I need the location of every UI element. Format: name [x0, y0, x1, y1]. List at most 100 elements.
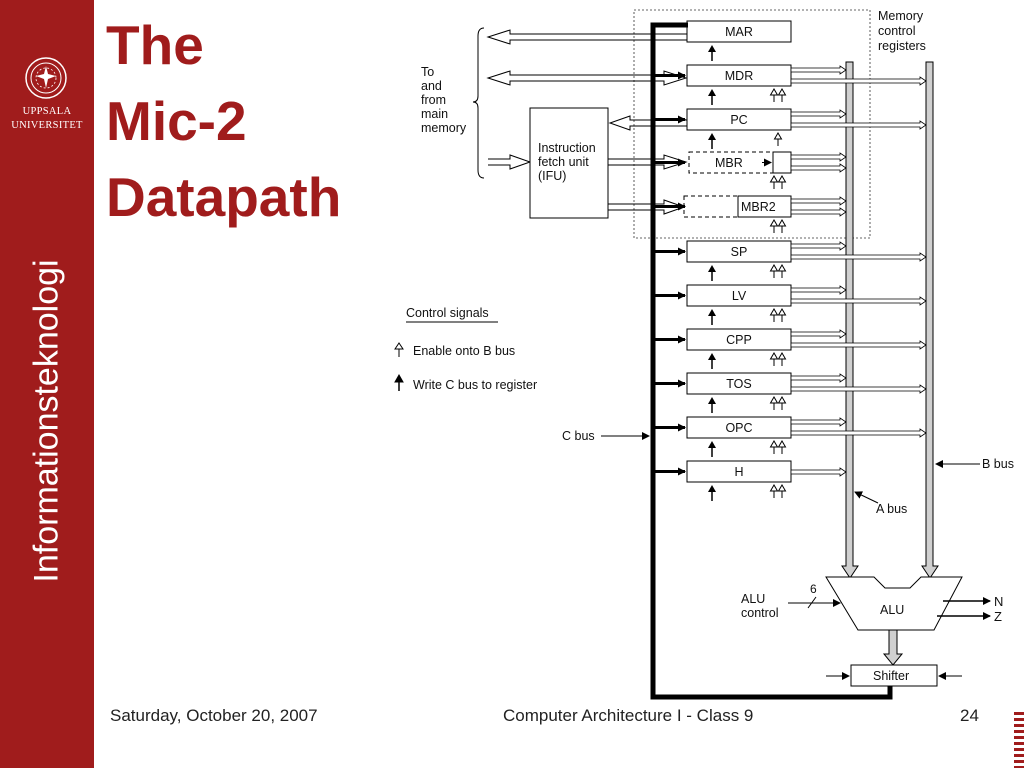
memory-control-label-line3: registers — [878, 39, 926, 53]
register-tos-label: TOS — [726, 377, 751, 391]
slide-title-line2: Mic-2 — [106, 90, 247, 152]
alu-control-width-slash — [807, 596, 817, 609]
register-pc-to-b-bus — [790, 120, 927, 130]
footer-page-number: 24 — [960, 706, 979, 725]
register-sp-write-signal-head — [708, 265, 716, 272]
c-bus-label: C bus — [562, 429, 595, 443]
register-opc-box — [686, 416, 792, 439]
register-opc-to-b-bus — [790, 428, 927, 438]
register-mdr-to-a-bus — [790, 65, 847, 75]
register-tos-to-a-bus — [790, 373, 847, 383]
memory-label-line4: main — [421, 107, 448, 121]
register-sp-box — [686, 240, 792, 263]
register-tos-to-b-bus — [790, 384, 927, 394]
memory-to-ifu-arrow — [488, 154, 532, 170]
register-cpp-box — [686, 328, 792, 351]
register-pc-enable-signal-head — [773, 132, 783, 140]
alu-to-shifter-arrow — [882, 629, 904, 666]
shifter-label: Shifter — [873, 669, 909, 683]
c-bus — [650, 22, 893, 700]
register-tos-enable-signal-1-head — [769, 396, 779, 404]
mdr-memory-double-arrow — [486, 70, 688, 86]
register-mdr-label: MDR — [725, 69, 753, 83]
shifter-box — [850, 664, 938, 687]
register-mbr-out1 — [790, 152, 847, 162]
ifu-label-line1: Instruction — [538, 141, 596, 155]
footer-date: Saturday, October 20, 2007 — [110, 706, 318, 725]
register-tos-enable-signal-2-head — [777, 396, 787, 404]
register-lv-enable-signal-1-head — [769, 308, 779, 316]
alu-z-label: Z — [994, 609, 1002, 624]
legend-enable: Enable onto B bus — [413, 344, 515, 358]
alu-label: ALU — [880, 603, 904, 617]
register-mbr-label: MBR — [715, 156, 743, 170]
register-mbr-cell — [772, 151, 792, 174]
register-mdr-to-b-bus — [790, 76, 927, 86]
ifu-label-line2: fetch unit — [538, 155, 589, 169]
register-mbr-enable-signal-2-head — [777, 175, 787, 183]
register-tos-write-signal-head — [708, 397, 716, 404]
register-opc-enable-signal-1-head — [769, 440, 779, 448]
memory-brace — [472, 27, 485, 179]
alu-control-label-line1: ALU — [741, 592, 765, 606]
a-bus-label: A bus — [876, 502, 907, 516]
hollow-arrow-icon — [394, 342, 404, 350]
register-cpp-enable-signal-1-head — [769, 352, 779, 360]
mar-to-memory-arrow — [486, 29, 687, 45]
register-cpp-write-signal-head — [708, 353, 716, 360]
pc-to-ifu-arrow — [608, 115, 687, 131]
register-cpp-to-a-bus — [790, 329, 847, 339]
register-mbr2-label: MBR2 — [741, 200, 776, 214]
register-lv-write-signal-head — [708, 309, 716, 316]
alu-control-width: 6 — [810, 582, 817, 596]
register-mar-box — [686, 20, 792, 43]
sidebar: UPPSALA UNIVERSITET Informationsteknolog… — [0, 0, 94, 768]
register-lv-to-a-bus — [790, 285, 847, 295]
register-lv-box — [686, 284, 792, 307]
decorative-stripe — [1014, 712, 1024, 768]
alu-control-label-line2: control — [741, 606, 779, 620]
register-mbr2-inner — [737, 195, 792, 218]
a-bus-pointer — [854, 491, 879, 504]
register-sp-enable-signal-1-head — [769, 264, 779, 272]
register-sp-enable-signal-2-head — [777, 264, 787, 272]
memory-label-line3: from — [421, 93, 446, 107]
register-opc-to-a-bus — [790, 417, 847, 427]
register-h-label: H — [734, 465, 743, 479]
register-mdr-enable-signal-1-head — [769, 88, 779, 96]
ifu-to-mbr-arrow — [608, 154, 688, 170]
alu-shape — [825, 576, 963, 631]
memory-label-line5: memory — [421, 121, 467, 135]
register-pc-to-a-bus — [790, 109, 847, 119]
register-h-write-signal-head — [708, 485, 716, 492]
memory-control-label-line1: Memory — [878, 9, 924, 23]
register-opc-label: OPC — [725, 421, 752, 435]
register-mbr-out2 — [790, 163, 847, 173]
register-pc-box — [686, 108, 792, 131]
register-cpp-label: CPP — [726, 333, 752, 347]
register-mbr-enable-signal-1-head — [769, 175, 779, 183]
memory-label-line2: and — [421, 79, 442, 93]
register-cpp-enable-signal-2-head — [777, 352, 787, 360]
register-lv-label: LV — [732, 289, 747, 303]
university-name-line1: UPPSALA — [22, 106, 72, 117]
memory-control-label-line2: control — [878, 24, 916, 38]
b-bus — [921, 61, 939, 579]
register-pc-label: PC — [730, 113, 747, 127]
register-mdr-box — [686, 64, 792, 87]
slide-title-line1: The — [106, 14, 204, 76]
legend-title: Control signals — [406, 306, 489, 320]
memory-label-line1: To — [421, 65, 434, 79]
university-name-line2: UNIVERSITET — [11, 120, 83, 131]
register-opc-enable-signal-2-head — [777, 440, 787, 448]
register-lv-to-b-bus — [790, 296, 927, 306]
register-mar-label: MAR — [725, 25, 753, 39]
register-mbr2-enable-signal-2-head — [777, 219, 787, 227]
footer-course: Computer Architecture I - Class 9 — [503, 706, 754, 725]
register-pc-write-signal-head — [708, 133, 716, 140]
b-bus-label: B bus — [982, 457, 1014, 471]
register-cpp-to-b-bus — [790, 340, 927, 350]
solid-arrow-icon — [394, 373, 404, 383]
register-mbr2-enable-signal-1-head — [769, 219, 779, 227]
